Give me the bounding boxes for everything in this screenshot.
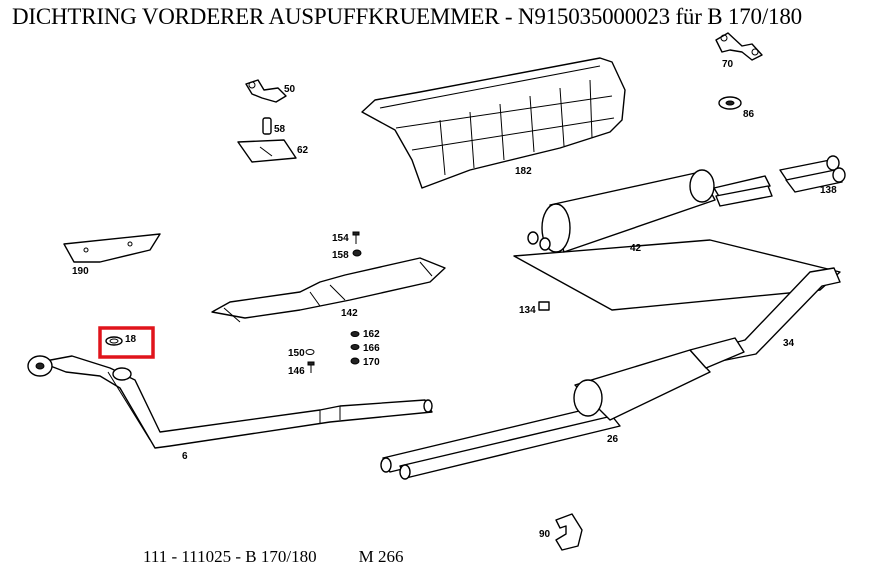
part-162-washer[interactable] — [350, 331, 360, 337]
part-label-162: 162 — [363, 329, 380, 340]
part-label-166: 166 — [363, 343, 380, 354]
part-70-bracket[interactable] — [715, 32, 763, 61]
part-label-142: 142 — [341, 308, 358, 319]
part-label-182: 182 — [515, 166, 532, 177]
part-6-front-pipe[interactable] — [27, 355, 433, 449]
part-label-18: 18 — [125, 334, 137, 345]
part-146-screw[interactable] — [307, 361, 315, 373]
part-190-plate[interactable] — [63, 233, 161, 263]
part-134-bracket[interactable] — [538, 301, 550, 311]
part-label-150: 150 — [288, 348, 305, 359]
part-label-154: 154 — [332, 233, 349, 244]
footer-engine-model: M 266 — [358, 547, 404, 566]
part-label-158: 158 — [332, 250, 349, 261]
part-label-86: 86 — [743, 109, 755, 120]
part-86-ring[interactable] — [718, 96, 742, 110]
page-title: DICHTRING VORDERER AUSPUFFKRUEMMER - N91… — [12, 4, 802, 29]
part-142-heat-shield[interactable] — [211, 257, 446, 323]
part-label-34: 34 — [783, 338, 795, 349]
part-18-sealing-ring[interactable] — [105, 336, 123, 346]
footer: 111 - 111025 - B 170/180 M 266 — [143, 547, 404, 567]
highlight-box-part-18 — [98, 326, 155, 359]
part-label-62: 62 — [297, 145, 309, 156]
part-label-90: 90 — [539, 529, 551, 540]
part-label-26: 26 — [607, 434, 619, 445]
part-138-tail-pipes[interactable] — [779, 155, 846, 193]
part-154-bolt[interactable] — [352, 231, 360, 244]
part-label-170: 170 — [363, 357, 380, 368]
part-label-42: 42 — [630, 243, 642, 254]
part-label-50: 50 — [284, 84, 296, 95]
part-62-plate[interactable] — [237, 139, 297, 163]
part-label-190: 190 — [72, 266, 89, 277]
part-58-sleeve[interactable] — [262, 117, 272, 135]
part-158-nut[interactable] — [352, 249, 362, 257]
part-26-center-muffler[interactable] — [380, 337, 745, 480]
part-label-70: 70 — [722, 59, 734, 70]
part-182-heat-shield[interactable] — [361, 57, 626, 189]
part-label-134: 134 — [519, 305, 536, 316]
part-166-washer[interactable] — [350, 344, 360, 350]
part-50-clamp[interactable] — [245, 79, 287, 103]
part-150-clip[interactable] — [305, 349, 315, 355]
part-170-nut[interactable] — [350, 357, 360, 365]
part-90-clamp[interactable] — [555, 513, 583, 551]
footer-catalog-code: 111 - 111025 - B 170/180 — [143, 547, 317, 566]
part-42-rear-muffler[interactable] — [513, 169, 841, 311]
part-label-146: 146 — [288, 366, 305, 377]
part-label-6: 6 — [182, 451, 188, 462]
part-label-138: 138 — [820, 185, 837, 196]
part-label-58: 58 — [274, 124, 286, 135]
